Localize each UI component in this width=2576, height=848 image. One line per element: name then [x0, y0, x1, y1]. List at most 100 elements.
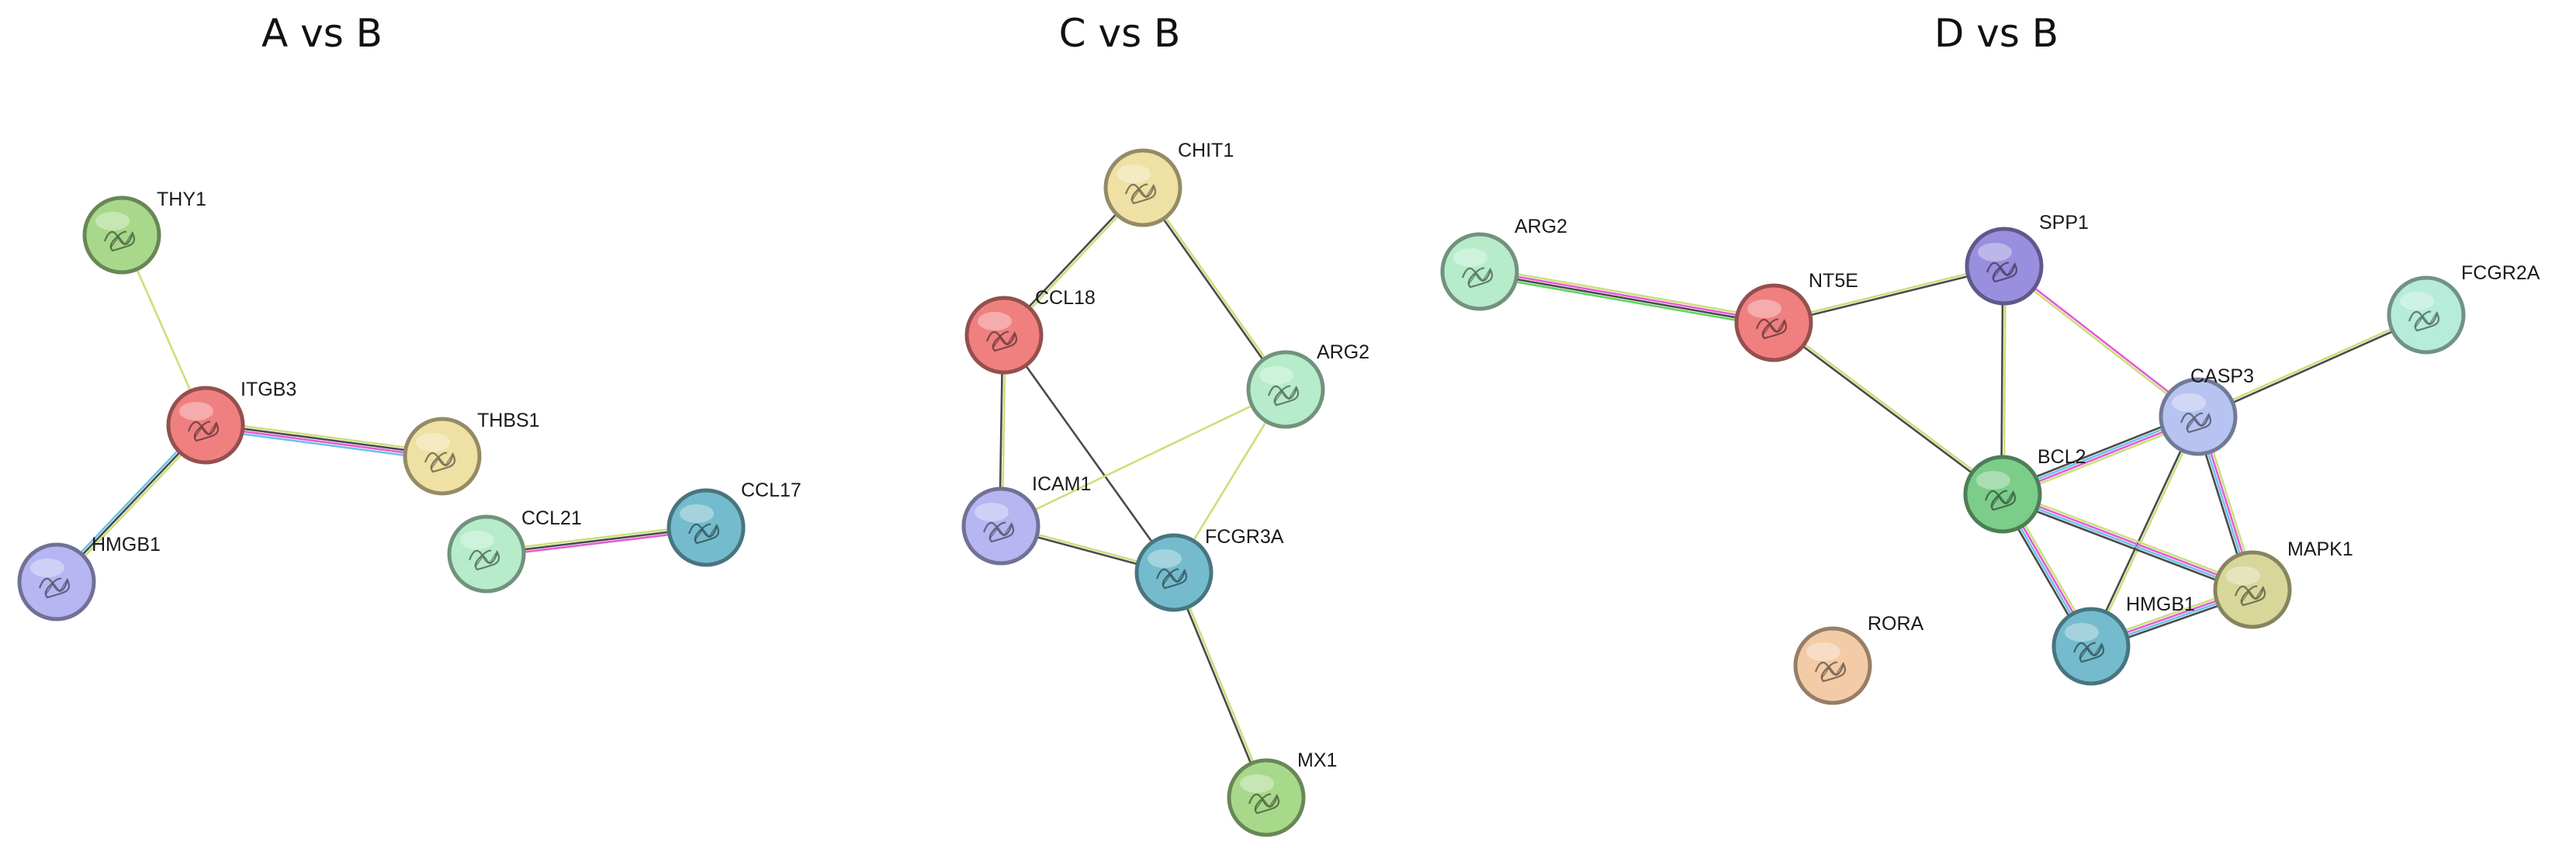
- node-label: CCL17: [741, 479, 802, 501]
- node-circle[interactable]: [2213, 550, 2292, 629]
- protein-structure-detail: [989, 522, 1013, 539]
- node-fcgr2a[interactable]: FCGR2A: [2387, 262, 2540, 355]
- node-circle[interactable]: [667, 488, 746, 567]
- edge-channel: [204, 425, 444, 459]
- protein-structure-detail: [2241, 586, 2264, 603]
- protein-structure-detail: [45, 578, 68, 595]
- node-circle[interactable]: [1227, 758, 1306, 837]
- node-highlight: [975, 503, 1009, 521]
- edge-channel: [1478, 272, 1775, 325]
- node-ccl17[interactable]: CCL17: [667, 479, 802, 567]
- node-circle[interactable]: [403, 417, 482, 496]
- node-label: THBS1: [477, 410, 540, 431]
- node-thbs1[interactable]: THBS1: [403, 410, 540, 496]
- node-thy1[interactable]: THY1: [82, 189, 206, 275]
- protein-structure-detail: [1162, 569, 1186, 586]
- node-label: FCGR3A: [1205, 526, 1284, 548]
- edge-channel: [999, 388, 1287, 528]
- edge-channel: [204, 423, 444, 456]
- protein-structure-icon: [1155, 568, 1188, 590]
- node-circle[interactable]: [17, 542, 96, 621]
- node-circle[interactable]: [2387, 275, 2466, 355]
- node-fcgr3a[interactable]: FCGR3A: [1134, 526, 1284, 612]
- node-label: ICAM1: [1032, 473, 1091, 495]
- node-mapk1[interactable]: MAPK1: [2213, 538, 2353, 629]
- node-highlight: [1976, 471, 2010, 490]
- node-itgb3[interactable]: ITGB3: [166, 379, 296, 465]
- node-circle[interactable]: [447, 514, 526, 594]
- node-rora[interactable]: RORA: [1793, 613, 1924, 705]
- protein-structure-detail: [1821, 662, 1844, 679]
- node-hmgb1[interactable]: HMGB1: [2051, 594, 2195, 686]
- node-mx1[interactable]: MX1: [1227, 749, 1337, 837]
- node-circle[interactable]: [1793, 626, 1872, 705]
- node-label: BCL2: [2038, 446, 2086, 468]
- protein-structure-icon: [187, 421, 220, 442]
- protein-structure-detail: [475, 550, 498, 567]
- edge-channel: [2000, 497, 2252, 595]
- edge-channel: [2003, 264, 2200, 417]
- edge-nt5e-bcl2: [1771, 320, 2005, 497]
- node-circle[interactable]: [1103, 148, 1182, 227]
- node-label: MAPK1: [2287, 538, 2353, 560]
- node-highlight: [30, 559, 64, 577]
- edge-channel: [2003, 489, 2256, 587]
- node-circle[interactable]: [1734, 283, 1813, 362]
- edge-channel: [1141, 187, 1286, 392]
- node-circle[interactable]: [2159, 377, 2238, 456]
- node-circle[interactable]: [1440, 232, 1519, 311]
- node-circle[interactable]: [1134, 533, 1214, 612]
- node-bcl2[interactable]: BCL2: [1963, 446, 2086, 534]
- node-arg2[interactable]: ARG2: [1246, 341, 1369, 429]
- node-label: NT5E: [1809, 270, 1858, 292]
- node-circle[interactable]: [961, 486, 1040, 566]
- node-circle[interactable]: [166, 386, 245, 465]
- node-circle[interactable]: [1965, 227, 2044, 306]
- edge-channel: [205, 420, 444, 454]
- edge-channel: [1773, 266, 2006, 325]
- node-spp1[interactable]: SPP1: [1965, 212, 2089, 306]
- node-ccl18[interactable]: CCL18: [964, 287, 1096, 375]
- node-circle[interactable]: [1963, 455, 2042, 534]
- node-hmgb1[interactable]: HMGB1: [17, 534, 161, 621]
- node-icam1[interactable]: ICAM1: [961, 473, 1091, 566]
- protein-structure-icon: [2072, 642, 2105, 663]
- node-chit1[interactable]: CHIT1: [1103, 140, 1234, 227]
- edge-channel: [2002, 492, 2254, 590]
- protein-structure-icon: [38, 577, 71, 599]
- edge-channel: [1143, 185, 1288, 390]
- node-circle[interactable]: [964, 296, 1044, 375]
- node-circle[interactable]: [82, 196, 161, 275]
- protein-structure-icon: [982, 521, 1015, 543]
- protein-structure-detail: [194, 421, 217, 438]
- node-casp3[interactable]: CASP3: [2159, 365, 2254, 456]
- protein-structure-detail: [1991, 490, 2014, 507]
- node-label: ARG2: [1317, 341, 1369, 363]
- protein-structure-icon: [103, 230, 136, 252]
- protein-structure-detail: [431, 452, 454, 469]
- node-circle[interactable]: [1246, 350, 1325, 429]
- node-ccl21[interactable]: CCL21: [447, 507, 582, 594]
- edge-bcl2-mapk1: [2000, 489, 2256, 595]
- edge-fcgr3a-mx1: [1172, 571, 1269, 799]
- node-label: HMGB1: [2126, 594, 2195, 615]
- protein-structure-detail: [2186, 413, 2210, 430]
- node-circle[interactable]: [2051, 607, 2131, 686]
- node-highlight: [1117, 164, 1151, 183]
- node-highlight: [1148, 549, 1182, 568]
- edge-channel: [1174, 571, 1269, 798]
- edge-channel: [2001, 494, 2253, 592]
- node-highlight: [680, 504, 714, 523]
- protein-structure-icon: [468, 549, 500, 571]
- node-highlight: [1747, 299, 1781, 318]
- protein-structure-detail: [2415, 311, 2438, 328]
- node-highlight: [460, 531, 494, 549]
- node-highlight: [2065, 623, 2099, 642]
- node-arg2[interactable]: ARG2: [1440, 216, 1567, 311]
- node-highlight: [2400, 292, 2434, 310]
- node-nt5e[interactable]: NT5E: [1734, 270, 1858, 362]
